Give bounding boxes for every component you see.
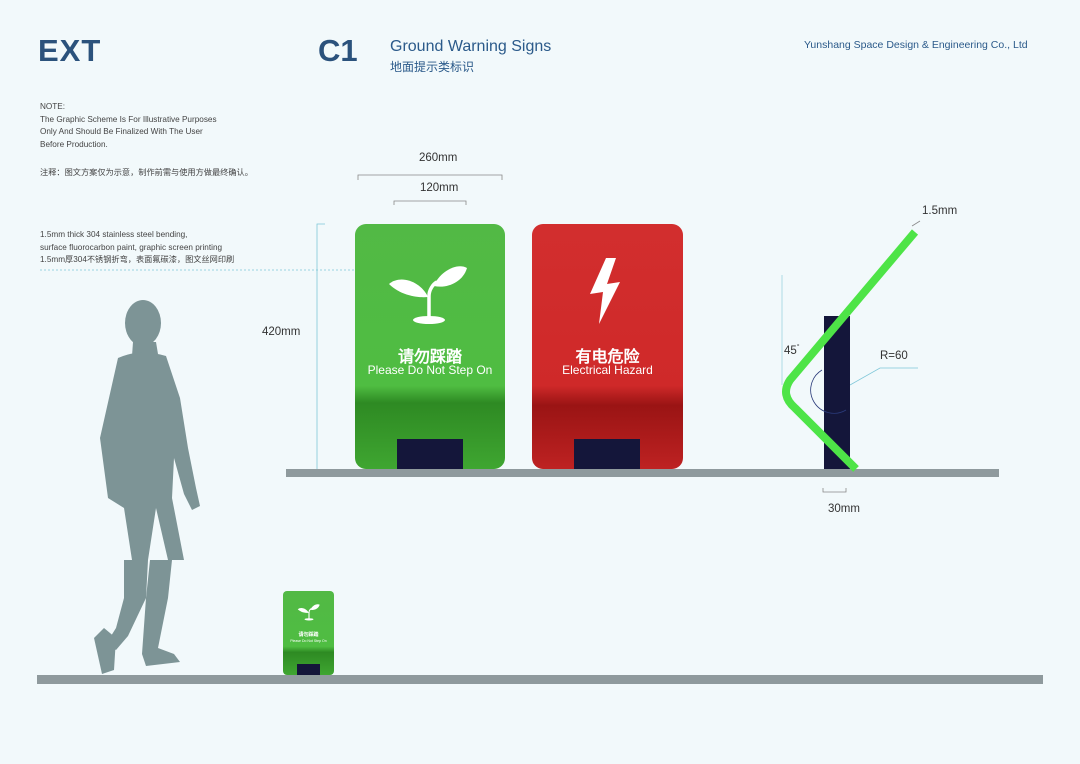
page-title-en: Ground Warning Signs bbox=[390, 38, 552, 55]
dim-width-total: 260mm bbox=[419, 152, 458, 164]
sign-code: C1 bbox=[318, 33, 358, 68]
scale-sign-en: Please Do Not Step On bbox=[290, 639, 327, 643]
dim-width-base: 120mm bbox=[420, 182, 459, 194]
green-sign-en: Please Do Not Step On bbox=[367, 363, 493, 377]
green-sign-panel: 请勿踩踏 Please Do Not Step On bbox=[355, 224, 505, 469]
green-sign-base bbox=[397, 439, 463, 469]
note-cn: 注释：图文方案仅为示意，制作前需与使用方做最终确认。 bbox=[40, 168, 253, 177]
note-block: NOTE: The Graphic Scheme Is For Illustra… bbox=[40, 101, 217, 151]
person-silhouette bbox=[94, 300, 200, 674]
note-line: Only And Should Be Finalized With The Us… bbox=[40, 127, 203, 136]
material-line: 1.5mm厚304不锈钢折弯，表面氟碳漆，图文丝网印刷 bbox=[40, 255, 235, 264]
note-line: The Graphic Scheme Is For Illustrative P… bbox=[40, 114, 217, 124]
material-line: surface fluorocarbon paint, graphic scre… bbox=[40, 242, 223, 252]
section-code: EXT bbox=[38, 33, 102, 68]
lightning-icon bbox=[590, 258, 620, 324]
note-line: Before Production. bbox=[40, 139, 108, 149]
scale-sign-cn: 请勿踩踏 bbox=[298, 632, 319, 638]
floor-line-scale bbox=[37, 675, 1043, 684]
company-name: Yunshang Space Design & Engineering Co.,… bbox=[804, 39, 1028, 51]
scale-sign-panel: 请勿踩踏 Please Do Not Step On bbox=[283, 591, 334, 675]
dim-thickness: 1.5mm bbox=[922, 205, 958, 217]
page-title-cn: 地面提示类标识 bbox=[390, 60, 475, 74]
red-sign-base bbox=[574, 439, 640, 469]
red-sign-en: Electrical Hazard bbox=[562, 363, 653, 377]
dim-height: 420mm bbox=[262, 326, 301, 338]
red-sign-cn: 有电危险 bbox=[575, 349, 640, 366]
material-line: 1.5mm thick 304 stainless steel bending, bbox=[40, 230, 188, 239]
material-spec: 1.5mm thick 304 stainless steel bending,… bbox=[40, 229, 234, 267]
green-sign-cn: 请勿踩踏 bbox=[397, 349, 462, 366]
dim-depth: 30mm bbox=[828, 503, 860, 515]
note-line: NOTE: bbox=[40, 102, 66, 111]
sprout-icon bbox=[389, 266, 467, 324]
side-view-drawing bbox=[782, 229, 919, 472]
dim-angle: 45° bbox=[784, 344, 800, 357]
sprout-icon bbox=[297, 604, 320, 621]
red-sign-panel: 有电危险 Electrical Hazard bbox=[532, 224, 683, 469]
scale-sign-base bbox=[297, 664, 320, 675]
floor-line-detail bbox=[286, 469, 999, 477]
dim-radius: R=60 bbox=[880, 350, 908, 362]
